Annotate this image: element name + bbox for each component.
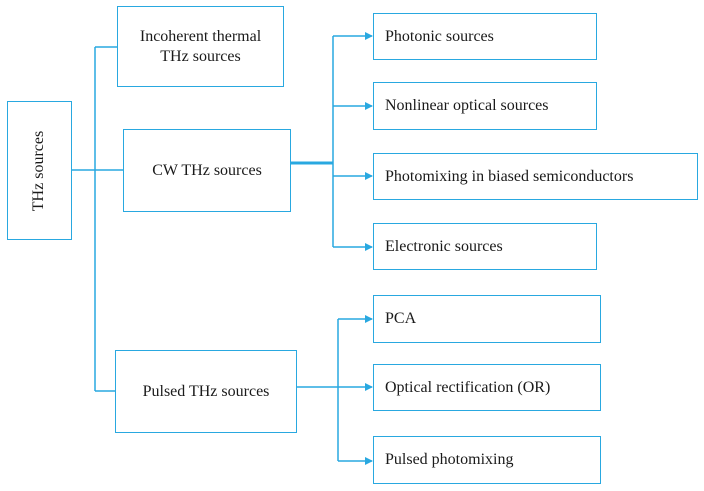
root-node: THz sources (7, 101, 72, 240)
cw-child-photonic-label: Photonic sources (385, 27, 494, 45)
category-incoherent: Incoherent thermal THz sources (117, 6, 284, 87)
pulsed-child-pca-label: PCA (385, 310, 417, 327)
root-label: THz sources (30, 130, 48, 211)
cw-child-nonlinear: Nonlinear optical sources (373, 82, 597, 130)
cw-child-photonic: Photonic sources (373, 13, 597, 60)
category-pulsed-label: Pulsed THz sources (142, 382, 270, 400)
cw-child-electronic: Electronic sources (373, 223, 597, 270)
pulsed-child-or-label: Optical rectification (OR) (385, 378, 551, 396)
category-cw: CW THz sources (123, 129, 291, 212)
cw-child-nonlinear-label: Nonlinear optical sources (385, 97, 549, 114)
pulsed-child-or: Optical rectification (OR) (373, 364, 601, 411)
pulsed-child-photomixing: Pulsed photomixing (373, 436, 601, 484)
pulsed-child-pca: PCA (373, 295, 601, 343)
category-pulsed: Pulsed THz sources (115, 350, 297, 433)
pulsed-child-photomixing-label: Pulsed photomixing (385, 451, 514, 468)
cw-child-photomixing: Photomixing in biased semiconductors (373, 153, 698, 200)
cw-child-photomixing-label: Photomixing in biased semiconductors (385, 167, 634, 185)
cw-child-electronic-label: Electronic sources (385, 237, 503, 255)
category-incoherent-label: Incoherent thermal THz sources (139, 27, 262, 65)
category-cw-label: CW THz sources (152, 161, 262, 179)
